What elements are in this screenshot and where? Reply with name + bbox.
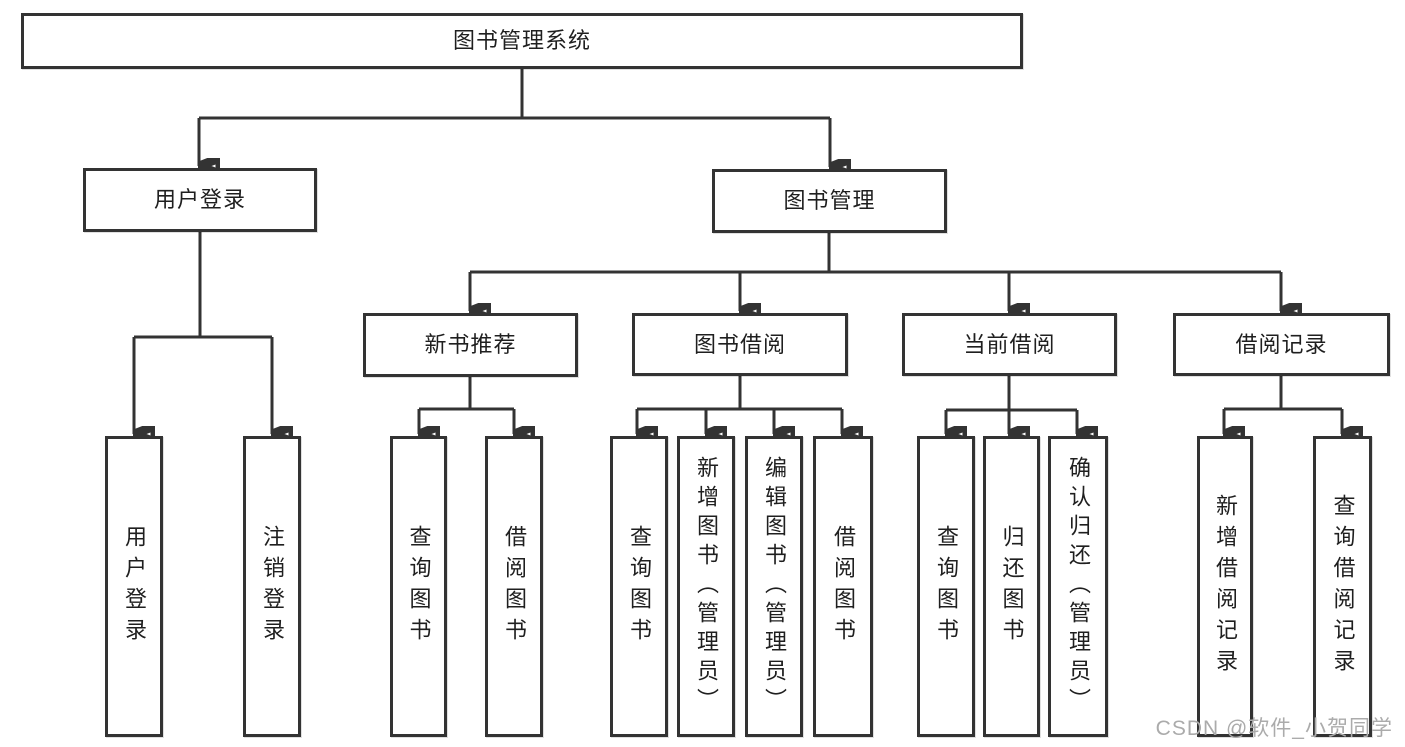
- leaf-logout-label: 注销登录: [260, 524, 285, 649]
- node-book-borrowing-label: 图书借阅: [693, 331, 786, 357]
- node-new-book-recommend: 新书推荐: [363, 313, 578, 377]
- leaf-query-books-borrowing-label: 查询图书: [627, 524, 652, 649]
- node-user-login-module: 用户登录: [83, 168, 317, 232]
- leaf-query-books-recommend-label: 查询图书: [406, 524, 432, 649]
- csdn-watermark: CSDN @软件_小贺同学: [1155, 717, 1393, 740]
- node-current-borrowing: 当前借阅: [902, 313, 1117, 376]
- leaf-borrow-books-label: 借阅图书: [831, 524, 856, 649]
- leaf-query-borrow-record-label: 查询借阅记录: [1330, 493, 1356, 680]
- node-root-system: 图书管理系统: [21, 13, 1023, 69]
- leaf-edit-books-admin: 编辑图书（管理员）: [745, 436, 803, 737]
- node-book-borrowing: 图书借阅: [632, 313, 848, 376]
- leaf-add-books-admin: 新增图书（管理员）: [677, 436, 735, 737]
- leaf-add-books-admin-label: 新增图书（管理员）: [694, 456, 719, 717]
- leaf-confirm-return-admin: 确认归还（管理员）: [1048, 436, 1108, 737]
- leaf-query-books-recommend: 查询图书: [390, 436, 447, 737]
- node-current-borrowing-label: 当前借阅: [963, 331, 1056, 357]
- leaf-borrow-books: 借阅图书: [813, 436, 873, 737]
- leaf-return-books: 归还图书: [983, 436, 1040, 737]
- leaf-borrow-books-recommend: 借阅图书: [485, 436, 543, 737]
- node-book-management-label: 图书管理: [783, 188, 876, 213]
- node-borrowing-records-label: 借阅记录: [1235, 331, 1328, 357]
- leaf-query-books-current-label: 查询图书: [934, 524, 959, 649]
- leaf-logout: 注销登录: [243, 436, 301, 737]
- leaf-return-books-label: 归还图书: [999, 524, 1025, 649]
- node-user-login-label: 用户登录: [153, 187, 246, 212]
- node-book-management-module: 图书管理: [712, 169, 947, 233]
- leaf-edit-books-admin-label: 编辑图书（管理员）: [762, 456, 787, 717]
- leaf-user-login: 用户登录: [105, 436, 163, 737]
- leaf-add-borrow-record: 新增借阅记录: [1197, 436, 1253, 737]
- leaf-add-borrow-record-label: 新增借阅记录: [1213, 493, 1238, 680]
- leaf-query-borrow-record: 查询借阅记录: [1313, 436, 1372, 737]
- node-new-book-recommend-label: 新书推荐: [424, 332, 517, 357]
- leaf-confirm-return-admin-label: 确认归还（管理员）: [1066, 456, 1091, 717]
- leaf-query-books-borrowing: 查询图书: [610, 436, 668, 737]
- node-root-label: 图书管理系统: [452, 28, 591, 53]
- leaf-query-books-current: 查询图书: [917, 436, 975, 737]
- leaf-user-login-label: 用户登录: [122, 524, 147, 649]
- node-borrowing-records: 借阅记录: [1173, 313, 1390, 376]
- leaf-borrow-books-recommend-label: 借阅图书: [502, 524, 527, 649]
